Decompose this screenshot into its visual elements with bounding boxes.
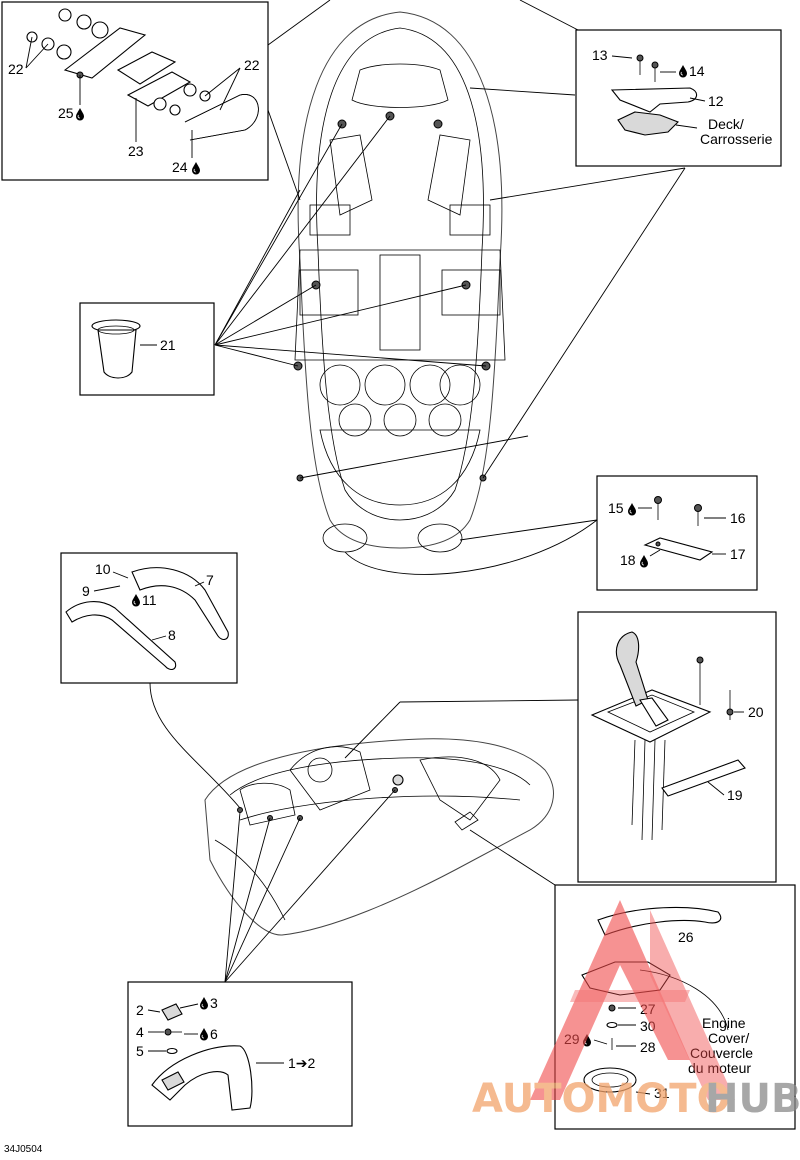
handle-1 [151, 1045, 253, 1111]
cap-2 [161, 1003, 183, 1021]
label-28: 28 [640, 1039, 656, 1055]
label-15: 15 [608, 500, 624, 516]
label-deck: Deck/ [708, 116, 744, 132]
label-6: 6 [210, 1026, 218, 1042]
label-23: 23 [128, 143, 144, 159]
label-17: 17 [730, 546, 746, 562]
box-cup-holder: 21 [79, 302, 215, 396]
label-carrosserie: Carrosserie [700, 131, 773, 147]
cover-ring [583, 1067, 637, 1093]
label-couvercle: Couvercle [690, 1045, 753, 1061]
label-24: 24 [172, 159, 188, 175]
label-4: 4 [136, 1024, 144, 1040]
label-22b: 22 [244, 57, 260, 73]
label-19: 19 [727, 787, 743, 803]
label-8: 8 [168, 627, 176, 643]
handle-7 [131, 567, 229, 641]
mounting-plate [661, 759, 746, 797]
label-16: 16 [730, 510, 746, 526]
watermark-text-part1: AUTOMOTO [472, 1076, 731, 1122]
leader-lines-top [214, 0, 686, 575]
automotohub-watermark: AUTOMOTO HUB [472, 900, 800, 1122]
label-3: 3 [210, 995, 218, 1011]
label-20: 20 [748, 704, 764, 720]
label-25: 25 [58, 105, 74, 121]
box-lever-assembly: 20 19 [577, 611, 777, 883]
cup-holder [97, 329, 137, 379]
watermark-text-part2: HUB [705, 1076, 800, 1122]
retaining-plate [643, 537, 714, 561]
label-31: 31 [654, 1085, 670, 1101]
label-14: 14 [689, 63, 705, 79]
label-1to2: 1➔2 [288, 1055, 316, 1071]
hull-side-view [204, 738, 554, 936]
engine-cover-lid [597, 906, 722, 936]
box-bracket-assembly: 22 22 25 23 24 [1, 1, 269, 181]
label-10: 10 [95, 561, 111, 577]
label-11: 11 [142, 592, 157, 608]
label-13: 13 [592, 47, 608, 63]
label-9: 9 [82, 583, 90, 599]
label-5: 5 [136, 1043, 144, 1059]
label-21: 21 [160, 337, 176, 353]
label-7: 7 [206, 572, 214, 588]
handle-8 [65, 601, 177, 671]
label-22a: 22 [8, 61, 24, 77]
label-18: 18 [620, 552, 636, 568]
label-2: 2 [136, 1002, 144, 1018]
hull-top-view [293, 11, 506, 553]
diagram-code: 34J0504 [4, 1144, 43, 1155]
leader-lines-middle [149, 682, 579, 983]
box-handle-1-6: 2 3 4 6 5 1➔2 [127, 981, 353, 1127]
box-deck-cleat: 13 14 12 Deck/ Carrosserie [575, 29, 782, 167]
box-bracket-15-18: 15 16 17 18 [596, 475, 758, 591]
label-engine: Engine [702, 1015, 746, 1031]
washer-stack [26, 8, 109, 60]
cleat-gasket [617, 111, 679, 136]
label-du-moteur: du moteur [688, 1060, 751, 1076]
label-cover: Cover/ [708, 1030, 749, 1046]
label-12: 12 [708, 93, 724, 109]
label-26: 26 [678, 929, 694, 945]
box-handles: 10 9 11 7 8 [60, 552, 238, 684]
